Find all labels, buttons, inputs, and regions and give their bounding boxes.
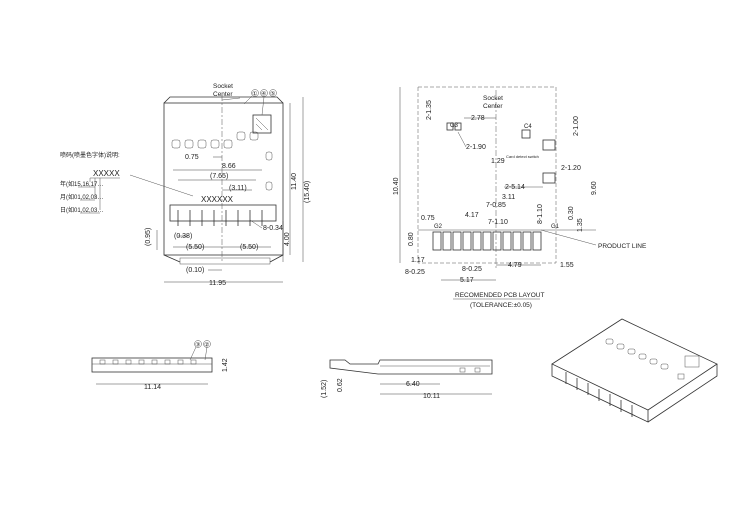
pcb-dim-1-35: 1.35 [577,218,584,232]
pcb-dim-9-60: 9.60 [591,181,598,195]
pcb-dim-8-0-25-a: 8-0.25 [405,269,425,276]
bottom-view: ③ ② 11.14 1.42 [91,340,229,391]
pcb-dim-2-1-20: 2-1.20 [561,165,581,172]
pcb-dim-0-80: 0.80 [408,232,415,246]
dim-0-10: (0.10) [186,267,204,274]
front-pins [169,204,277,226]
marking-code: XXXXX [93,169,120,178]
dim-11-95: 11.95 [209,280,226,287]
dim-7-65: (7.65) [210,173,228,180]
marking-code-center: XXXXXX [201,195,234,204]
bottom-dim-1-42: 1.42 [222,358,229,372]
pcb-dim-4-17: 4.17 [465,212,479,219]
pcb-dim-1-55: 1.55 [560,262,574,269]
callout-1: ① [252,91,257,98]
pcb-pads [432,122,556,251]
day-line: 日(如01,02,03… [60,206,103,214]
pcb-dim-2-78: 2.78 [471,115,485,122]
dim-3-11: (3.11) [229,185,247,192]
pcb-dim-2-1-90: 2-1.90 [466,144,486,151]
dim-8-66: 8.66 [222,163,236,170]
dim-0-95: (0.95) [145,228,152,246]
side-dim-0-62: 0.62 [337,378,344,392]
dim-0-38: (0.38) [174,233,192,240]
marking-note: 喷码(喷墨色字体)说明: [60,151,120,159]
dim-15-40: (15.40) [304,181,311,203]
pcb-dim-5-17: 5.17 [460,277,474,284]
pcb-dim-2-1-35: 2-1.35 [426,100,433,120]
dim-8-0-34: 8-0.34 [263,225,283,232]
side-view: (1.52) 0.62 6.40 10.11 [321,359,493,400]
pcb-layout: Socket Center G3 C4 G2 G1 Card detect sw… [393,86,647,309]
pcb-dim-2-5-14: 2-5.14 [505,184,525,191]
pcb-dim-1-17: 1.17 [411,257,425,264]
callout-4: ④ [261,91,266,98]
pcb-dim-1-29: 1.29 [491,158,505,165]
label-c4: C4 [524,124,532,130]
label-g3: G3 [450,123,459,129]
month-line: 月(如01,02,03… [60,193,103,201]
pcb-dim-2-1-00: 2-1.00 [573,116,580,136]
side-dim-10-11: 10.11 [423,393,440,400]
dim-11-40: 11.40 [291,173,298,190]
socket-center-label-1: Socket [213,83,233,90]
dim-5-50-b: (5.50) [240,244,258,251]
pcb-dim-0-30: 0.30 [568,206,575,220]
dim-4-00: 4.00 [284,232,291,246]
pcb-dim-7-0-85: 7-0.85 [486,202,506,209]
label-g1: G1 [551,224,560,230]
bottom-dim-11-14: 11.14 [144,384,161,391]
pcb-socket-center-1: Socket [483,95,503,102]
pcb-dim-10-40: 10.40 [393,177,400,195]
year-line: 年(如15,16,17… [60,180,103,188]
pcb-tolerance: (TOLERANCE:±0.05) [470,302,532,309]
callout-3: ③ [195,342,200,349]
label-g2: G2 [434,224,443,230]
dim-5-50-a: (5.50) [186,244,204,251]
front-view: Socket Center ① ④ ⑤ 0.75 8.66 (7.65) (3.… [60,83,311,287]
pcb-dim-4-79: 4.79 [508,262,522,269]
pcb-dim-8-1-10: 8-1.10 [537,204,544,224]
callout-2: ② [204,342,209,349]
pcb-dim-3-11: 3.11 [502,194,515,201]
socket-center-label-2: Center [213,91,233,98]
side-dim-1-52: (1.52) [321,380,328,398]
iso-view [551,318,718,423]
label-card-detect: Card detect switch [506,154,539,159]
front-top-slots [171,114,273,191]
pcb-dim-0-75: 0.75 [421,215,435,222]
callout-5: ⑤ [270,91,275,98]
dim-0-75: 0.75 [185,154,199,161]
pcb-dim-7-1-10: 7-1.10 [488,219,508,226]
pcb-dim-8-0-25-b: 8-0.25 [462,266,482,273]
side-dim-6-40: 6.40 [406,381,420,388]
pcb-socket-center-2: Center [483,103,503,110]
pcb-title: RECOMENDED PCB LAYOUT [455,292,544,299]
label-product-line: PRODUCT LINE [598,243,647,250]
